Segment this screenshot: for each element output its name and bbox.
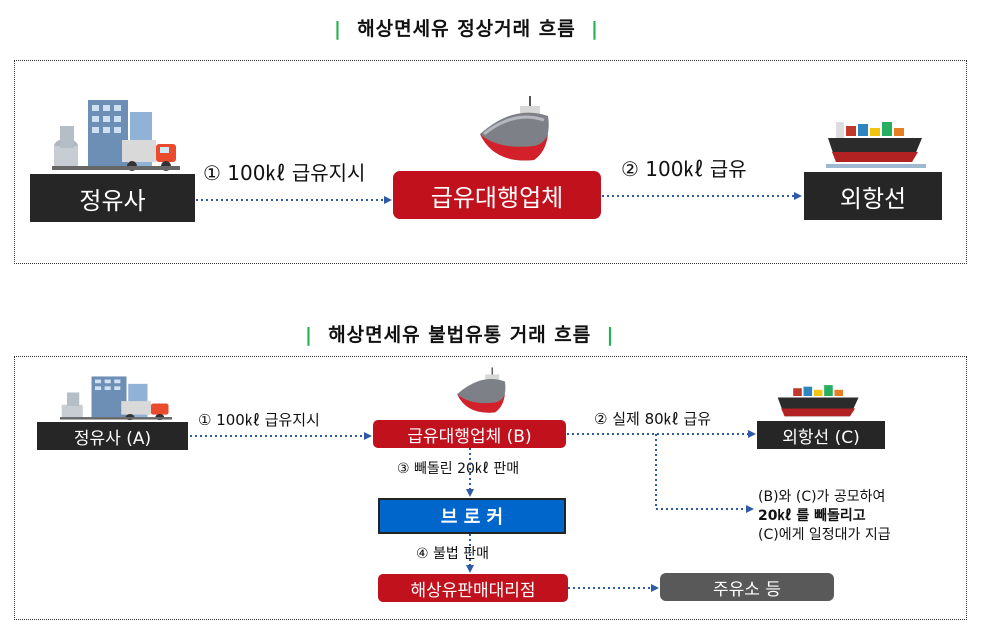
broker-label: 브 로 커	[440, 507, 504, 528]
note-line-3: (C)에게 일정대가 지급	[758, 527, 891, 543]
title-bar-right-2: |	[606, 324, 615, 346]
broker-box: 브 로 커	[378, 498, 566, 534]
illegal-supplier-box: 급유대행업체 (B)	[373, 420, 566, 448]
gas-station-label: 주유소 등	[713, 579, 781, 600]
normal-title-text: 해상면세유 정상거래 흐름	[357, 18, 576, 40]
title-bar-left-2: |	[305, 324, 313, 346]
illegal-flow-title: | 해상면세유 불법유통 거래 흐름 |	[305, 320, 614, 347]
normal-step1-label: ① 100㎘ 급유지시	[203, 161, 366, 185]
illegal-step2-label: ② 실제 80㎘ 급유	[594, 410, 712, 428]
tanker-ship-icon	[457, 367, 506, 413]
agency-label: 해상유판매대리점	[410, 580, 536, 601]
refinery-truck-icon	[60, 376, 172, 421]
illegal-ship-label: 외항선 (C)	[782, 427, 860, 448]
normal-flow-title: | 해상면세유 정상거래 흐름 |	[334, 14, 599, 41]
normal-refinery-label: 정유사	[79, 186, 146, 215]
normal-refinery-box: 정유사	[30, 174, 195, 222]
collusion-note: (B)와 (C)가 공모하여 20㎘ 를 빼돌리고 (C)에게 일정대가 지급	[758, 488, 891, 545]
title-bar-right: |	[590, 18, 599, 40]
tanker-ship-icon	[480, 96, 549, 161]
illegal-step1-label: ① 100㎘ 급유지시	[198, 411, 320, 429]
normal-ship-label: 외항선	[839, 184, 907, 213]
illegal-supplier-label: 급유대행업체 (B)	[407, 426, 532, 447]
illegal-refinery-label: 정유사 (A)	[73, 428, 152, 449]
title-bar-left: |	[334, 18, 342, 40]
normal-step2-label: ② 100㎘ 급유	[621, 157, 747, 181]
normal-supplier-box: 급유대행업체	[393, 171, 601, 219]
container-ship-icon	[777, 385, 859, 417]
refinery-truck-icon	[52, 100, 180, 171]
gas-station-box: 주유소 등	[660, 573, 834, 601]
illegal-flow-frame	[14, 356, 967, 620]
container-ship-icon	[826, 122, 926, 168]
note-line-2: 20㎘ 를 빼돌리고	[758, 508, 866, 524]
illegal-step3-label: ③ 빼돌린 20㎘ 판매	[397, 461, 520, 477]
note-line-1: (B)와 (C)가 공모하여	[758, 489, 886, 505]
normal-supplier-label: 급유대행업체	[430, 183, 564, 212]
collusion-arrow	[655, 434, 754, 513]
illegal-title-text: 해상면세유 불법유통 거래 흐름	[328, 324, 592, 346]
illegal-refinery-box: 정유사 (A)	[37, 422, 188, 450]
agency-box: 해상유판매대리점	[378, 574, 568, 602]
illegal-ship-box: 외항선 (C)	[757, 421, 885, 449]
normal-ship-box: 외항선	[804, 172, 942, 220]
normal-flow-frame	[14, 60, 967, 264]
